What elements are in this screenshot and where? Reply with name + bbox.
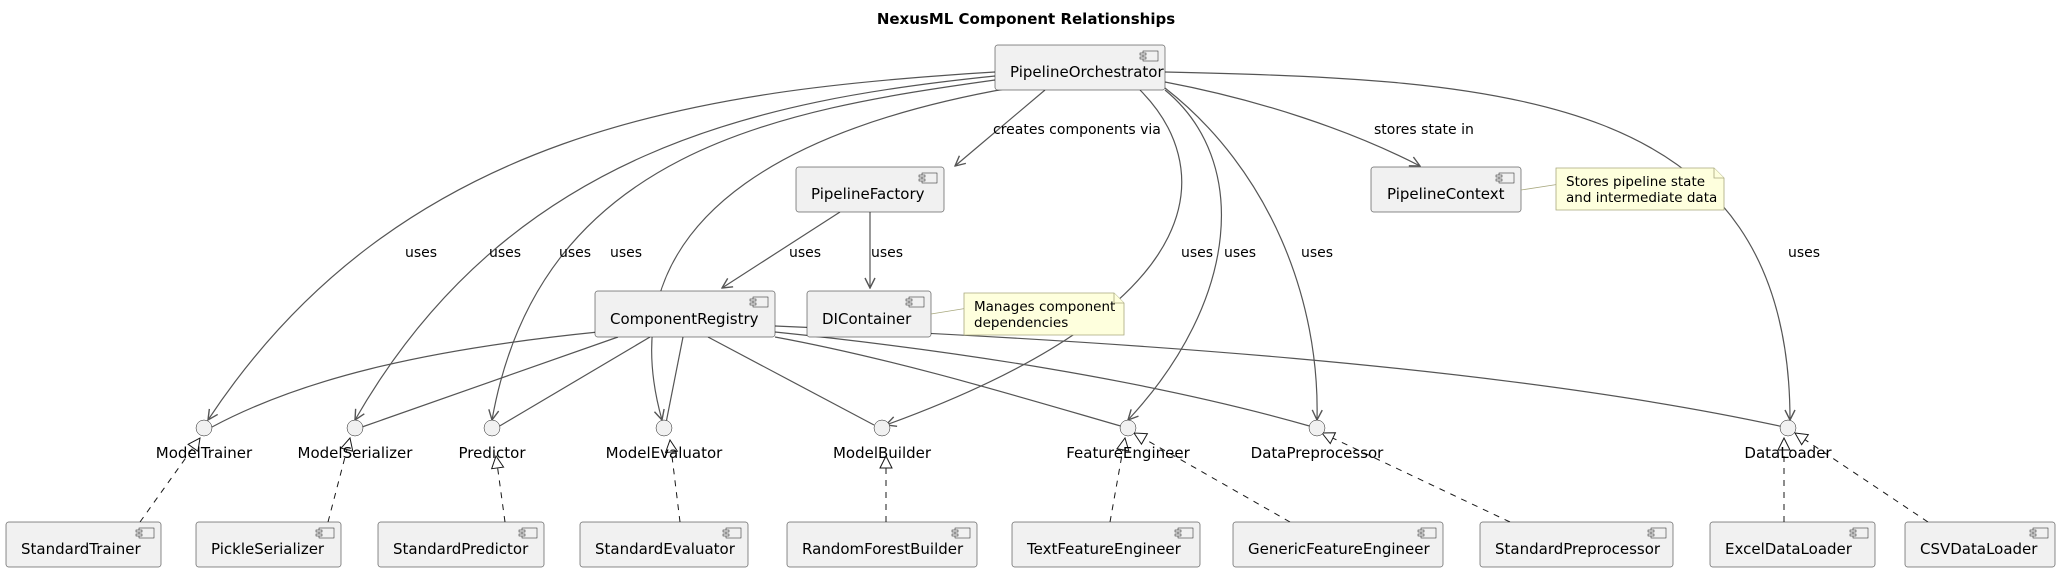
pickle-serializer-label: PickleSerializer xyxy=(211,540,325,558)
interface-data-loader: DataLoader xyxy=(1744,419,1832,462)
interface-feature-engineer: FeatureEngineer xyxy=(1066,419,1191,462)
realization-edges xyxy=(139,433,1929,523)
edge-registry-modelserializer xyxy=(361,336,619,428)
context-note-line1: Stores pipeline state xyxy=(1566,174,1705,190)
context-note-line2: and intermediate data xyxy=(1566,190,1717,206)
edge-registry-featureengineer xyxy=(774,336,1125,428)
data-preprocessor-label: DataPreprocessor xyxy=(1251,444,1384,462)
label-uses-evaluator: uses xyxy=(610,245,642,261)
edge-orchestrator-dataloader xyxy=(1164,71,1790,420)
label-creates: creates components via xyxy=(993,122,1161,138)
edge-registry-predictor xyxy=(497,336,651,428)
component-csv-data-loader: CSVDataLoader xyxy=(1904,521,2056,568)
csv-data-loader-label: CSVDataLoader xyxy=(1920,540,2038,558)
model-trainer-label: ModelTrainer xyxy=(156,444,253,462)
realize-preprocessor xyxy=(1322,433,1511,523)
excel-data-loader-label: ExcelDataLoader xyxy=(1725,540,1853,558)
component-registry-label: ComponentRegistry xyxy=(610,310,759,328)
edge-orchestrator-modelbuilder xyxy=(886,89,1183,425)
standard-predictor-label: StandardPredictor xyxy=(393,540,529,558)
component-standard-preprocessor: StandardPreprocessor xyxy=(1479,521,1674,568)
label-uses-builder: uses xyxy=(1181,245,1213,261)
component-generic-feature-engineer: GenericFeatureEngineer xyxy=(1232,521,1444,568)
edge-registry-modelbuilder xyxy=(707,336,875,426)
model-evaluator-label: ModelEvaluator xyxy=(606,444,724,462)
edge-registry-modeltrainer xyxy=(211,331,599,428)
component-registry: ComponentRegistry xyxy=(594,290,776,338)
edge-orchestrator-factory xyxy=(955,89,1046,166)
label-uses-factory-di: uses xyxy=(871,245,903,261)
component-text-feature-engineer: TextFeatureEngineer xyxy=(1011,521,1201,568)
interface-model-trainer: ModelTrainer xyxy=(156,419,253,462)
standard-preprocessor-label: StandardPreprocessor xyxy=(1495,540,1661,558)
interface-model-evaluator: ModelEvaluator xyxy=(606,419,724,462)
label-uses-factory-registry: uses xyxy=(789,245,821,261)
model-builder-label: ModelBuilder xyxy=(833,444,932,462)
note-pipeline-context: Stores pipeline state and intermediate d… xyxy=(1520,167,1725,211)
edge-registry-dataloader xyxy=(774,325,1785,428)
label-uses-dataloader: uses xyxy=(1788,245,1820,261)
component-di-container: DIContainer xyxy=(806,290,932,338)
component-pipeline-context: PipelineContext xyxy=(1370,166,1522,213)
component-standard-evaluator: StandardEvaluator xyxy=(579,521,749,568)
text-feature-engineer-label: TextFeatureEngineer xyxy=(1026,540,1182,558)
edge-orchestrator-context xyxy=(1164,81,1420,166)
label-uses-predictor: uses xyxy=(559,245,591,261)
component-standard-predictor: StandardPredictor xyxy=(377,521,545,568)
realize-evaluator xyxy=(670,440,681,523)
pipeline-context-label: PipelineContext xyxy=(1387,185,1505,203)
realize-trainer xyxy=(139,438,200,523)
standard-trainer-label: StandardTrainer xyxy=(21,540,141,558)
di-container-label: DIContainer xyxy=(822,310,912,328)
label-uses-preprocessor: uses xyxy=(1301,245,1333,261)
standard-evaluator-label: StandardEvaluator xyxy=(595,540,736,558)
edge-orchestrator-modeltrainer xyxy=(208,71,996,420)
component-standard-trainer: StandardTrainer xyxy=(5,521,162,568)
component-pipeline-factory: PipelineFactory xyxy=(795,166,945,213)
realize-predictor xyxy=(496,456,506,523)
pipeline-factory-label: PipelineFactory xyxy=(811,185,925,203)
edge-factory-registry xyxy=(722,211,841,288)
label-uses-serializer: uses xyxy=(489,245,521,261)
edge-registry-datapreprocessor xyxy=(774,331,1314,428)
edge-orchestrator-predictor xyxy=(492,79,996,420)
edge-orchestrator-featureengineer xyxy=(1128,89,1222,420)
di-note-line1: Manages component xyxy=(974,299,1115,315)
label-uses-trainer: uses xyxy=(405,245,437,261)
component-pipeline-orchestrator: PipelineOrchestrator xyxy=(994,44,1166,91)
registry-edges xyxy=(211,325,1785,428)
interface-model-serializer: ModelSerializer xyxy=(298,419,414,462)
component-pickle-serializer: PickleSerializer xyxy=(195,521,342,568)
di-note-line2: dependencies xyxy=(974,315,1068,331)
interface-data-preprocessor: DataPreprocessor xyxy=(1251,419,1384,462)
edge-orchestrator-modelevaluator xyxy=(651,87,1011,420)
data-loader-label: DataLoader xyxy=(1744,444,1832,462)
realize-text-fe xyxy=(1109,438,1125,523)
edge-registry-modelevaluator xyxy=(665,336,684,424)
pipeline-orchestrator-label: PipelineOrchestrator xyxy=(1010,63,1164,81)
label-uses-featureengineer: uses xyxy=(1224,245,1256,261)
random-forest-builder-label: RandomForestBuilder xyxy=(802,540,964,558)
realize-serializer xyxy=(327,438,350,523)
model-serializer-label: ModelSerializer xyxy=(298,444,414,462)
edge-orchestrator-datapreprocessor xyxy=(1164,87,1317,420)
diagram-title: NexusML Component Relationships xyxy=(877,10,1175,28)
edge-labels: creates components via stores state in u… xyxy=(405,122,1820,261)
component-random-forest-builder: RandomForestBuilder xyxy=(786,521,978,568)
realize-generic-fe xyxy=(1134,433,1291,523)
feature-engineer-label: FeatureEngineer xyxy=(1066,444,1190,462)
interface-predictor: Predictor xyxy=(458,419,526,462)
predictor-label: Predictor xyxy=(458,444,526,462)
interface-model-builder: ModelBuilder xyxy=(833,419,932,462)
realize-csv xyxy=(1795,433,1929,523)
generic-feature-engineer-label: GenericFeatureEngineer xyxy=(1248,540,1430,558)
orchestrator-edges xyxy=(208,71,1790,425)
edge-orchestrator-modelserializer xyxy=(355,75,996,420)
note-di-container: Manages component dependencies xyxy=(930,292,1125,336)
label-stores: stores state in xyxy=(1374,122,1474,138)
component-excel-data-loader: ExcelDataLoader xyxy=(1709,521,1876,568)
